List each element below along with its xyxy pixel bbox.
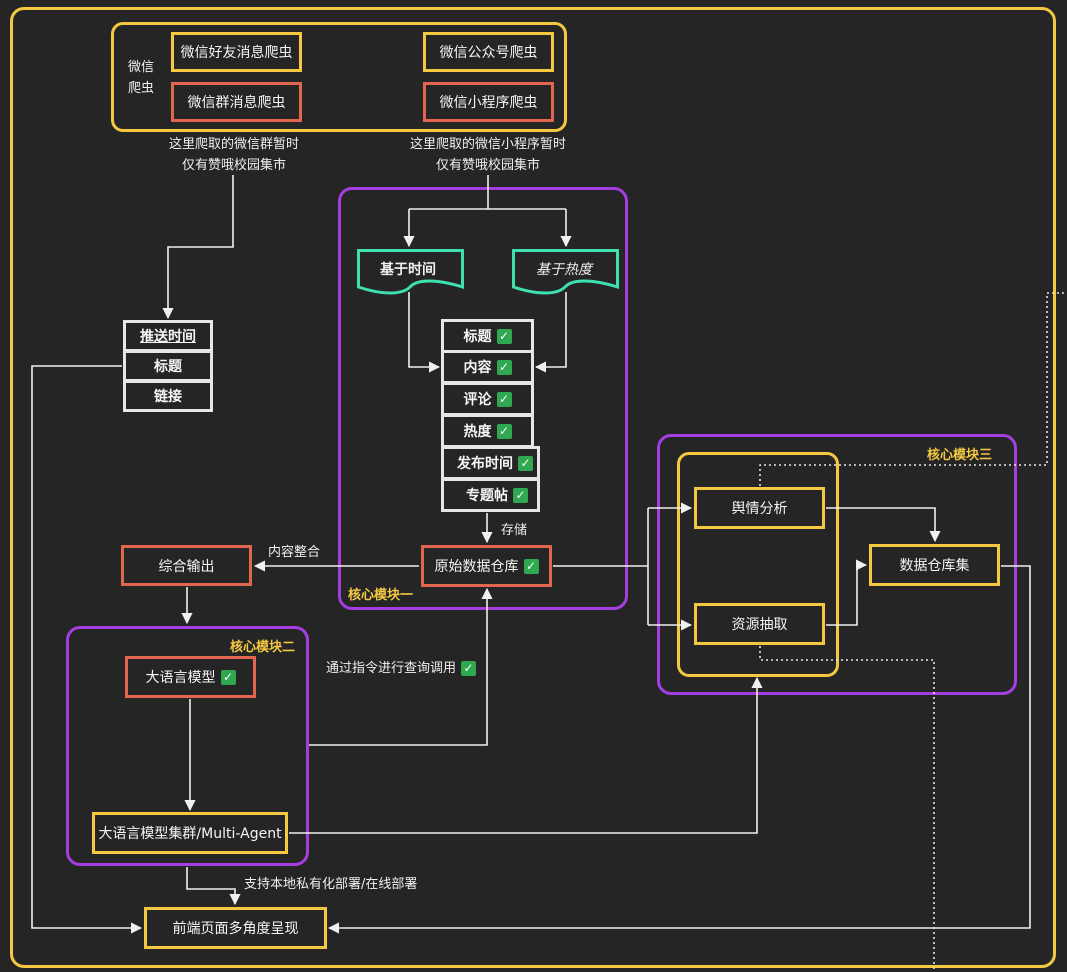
core-module-1-title: 核心模块一 [348, 588, 414, 603]
field-content: 内容✓ [441, 350, 534, 384]
field-title-text: 标题 [463, 329, 492, 345]
llm-cluster-box[interactable]: 大语言模型集群/Multi-Agent [92, 812, 288, 854]
field-comment-text: 评论 [463, 392, 492, 408]
check-icon: ✓ [461, 661, 477, 676]
llm-box-text: 大语言模型 [145, 670, 216, 686]
check-icon: ✓ [518, 455, 533, 471]
check-icon: ✓ [220, 669, 236, 685]
by-heat-label: 基于热度 [536, 262, 592, 278]
core-module-2 [66, 626, 309, 866]
check-icon: ✓ [496, 423, 512, 439]
core-module-3-title: 核心模块三 [927, 448, 993, 463]
wechat-crawler-group [111, 22, 567, 132]
field-topic-post: 专题帖 ✓ [441, 478, 540, 512]
field-content-text: 内容 [463, 360, 492, 376]
analysis-group [677, 452, 839, 677]
wechat-friend-crawler[interactable]: 微信好友消息爬虫 [171, 32, 302, 72]
field-topic-post-text: 专题帖 [466, 488, 508, 504]
check-icon: ✓ [496, 359, 512, 375]
outer-frame [10, 7, 1056, 968]
query-call-label: 通过指令进行查询调用 ✓ [326, 657, 477, 676]
deploy-label: 支持本地私有化部署/在线部署 [244, 877, 418, 892]
content-integration-label: 内容整合 [268, 545, 321, 560]
wechat-official-account-crawler[interactable]: 微信公众号爬虫 [423, 32, 554, 72]
raw-data-warehouse-text: 原始数据仓库 [434, 559, 519, 575]
llm-box[interactable]: 大语言模型✓ [125, 656, 256, 698]
group-field-push-time: 推送时间 [123, 320, 213, 352]
resource-extraction[interactable]: 资源抽取 [694, 603, 825, 645]
store-label: 存储 [501, 523, 528, 538]
raw-data-warehouse[interactable]: 原始数据仓库✓ [421, 545, 552, 587]
wechat-crawler-title: 微信爬虫 [127, 60, 154, 96]
wechat-mini-program-crawler[interactable]: 微信小程序爬虫 [423, 82, 554, 122]
sentiment-analysis[interactable]: 舆情分析 [694, 487, 825, 529]
frontend-display[interactable]: 前端页面多角度呈现 [144, 907, 327, 949]
field-heat-text: 热度 [463, 424, 492, 440]
check-icon: ✓ [523, 558, 539, 574]
check-icon: ✓ [496, 328, 512, 344]
core-module-2-title: 核心模块二 [230, 640, 296, 655]
data-warehouse-set[interactable]: 数据仓库集 [869, 544, 1000, 586]
wechat-group-crawler[interactable]: 微信群消息爬虫 [171, 82, 302, 122]
mini-program-crawl-note: 这里爬取的微信小程序暂时仅有赞哦校园集市 [409, 137, 566, 173]
by-time-label: 基于时间 [380, 262, 436, 278]
field-comment: 评论✓ [441, 382, 534, 416]
query-call-text: 通过指令进行查询调用 [326, 661, 457, 676]
field-title: 标题✓ [441, 319, 534, 353]
field-publish-time-text: 发布时间 [457, 456, 513, 472]
core-module-3 [657, 434, 1017, 695]
check-icon: ✓ [513, 487, 528, 503]
core-module-1 [338, 187, 628, 610]
group-crawl-note: 这里爬取的微信群暂时仅有赞哦校园集市 [168, 137, 299, 173]
by-heat-document [512, 249, 619, 295]
group-field-link: 链接 [123, 380, 213, 412]
check-icon: ✓ [496, 391, 512, 407]
comprehensive-output[interactable]: 综合输出 [121, 545, 252, 586]
by-time-document [357, 249, 464, 295]
